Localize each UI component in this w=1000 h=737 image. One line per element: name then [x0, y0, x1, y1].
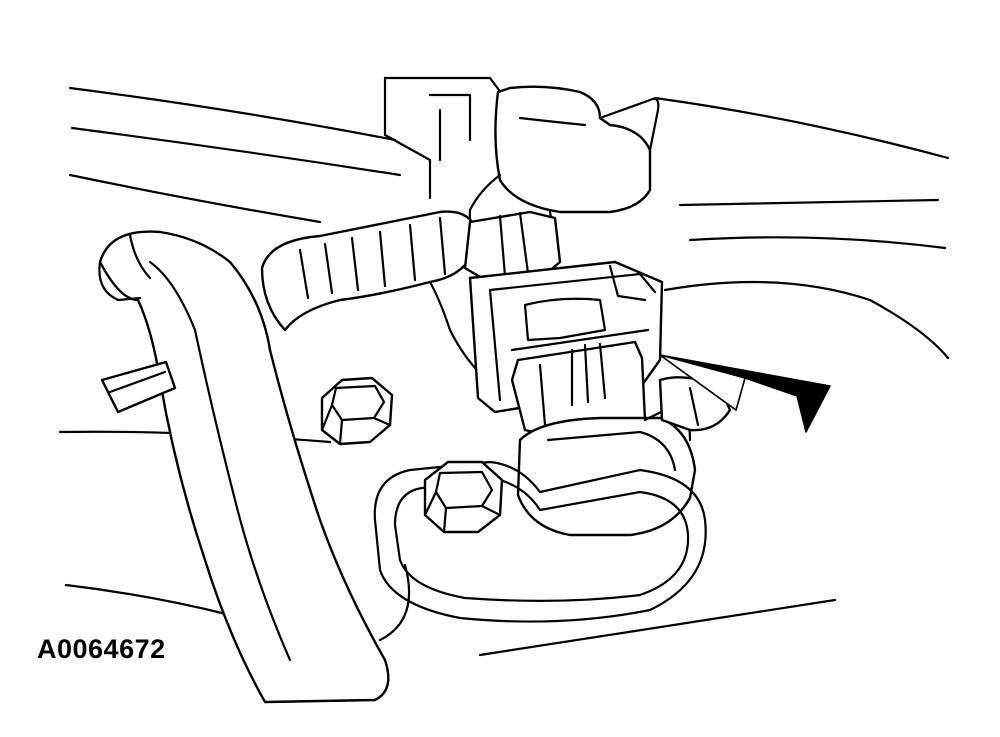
- background-panel-lines: [58, 86, 950, 657]
- pointer-arrow: [659, 354, 831, 433]
- sensor-connector: [510, 340, 697, 537]
- bolt-lower: [423, 460, 504, 534]
- figure-id-label: A0064672: [37, 634, 166, 664]
- upper-bracket: [383, 76, 507, 200]
- large-hose: [98, 230, 390, 704]
- left-bracket-tab: [100, 360, 177, 414]
- wiring-harness: [260, 210, 487, 380]
- hose-elbow: [468, 85, 660, 242]
- bolt-upper: [320, 376, 394, 446]
